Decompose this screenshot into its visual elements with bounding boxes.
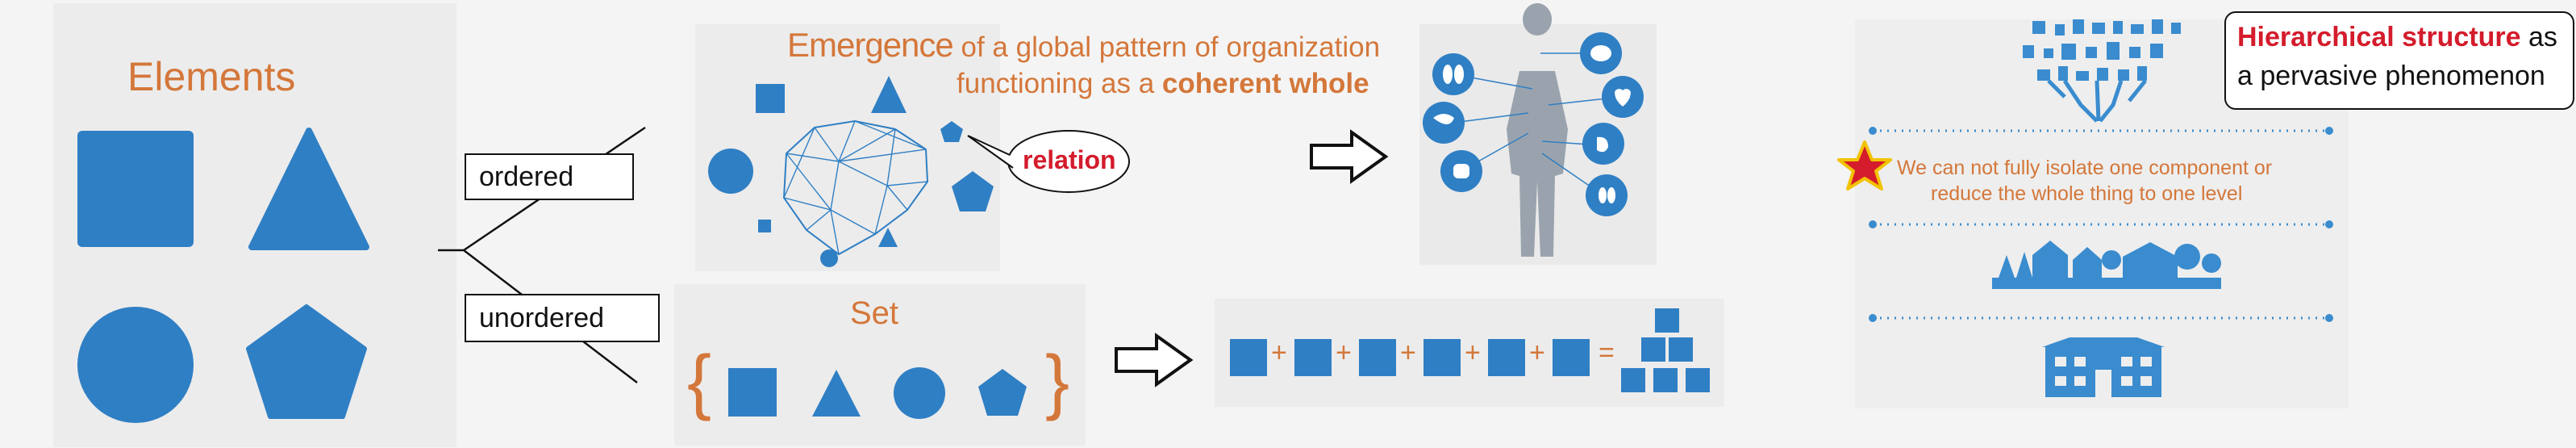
set-pentagon [978, 369, 1027, 416]
city-network-lines [2047, 79, 2147, 123]
hierarchy-headline-line2: a pervasive phenomenon [2237, 61, 2545, 91]
plus-sign-2: + [1336, 337, 1352, 368]
network-pentagon [952, 171, 994, 211]
arrow-right-lower [1115, 333, 1194, 387]
emergence-line2: functioning as a coherent whole [957, 68, 1369, 100]
sum-block-5 [1488, 339, 1525, 376]
city-network-icon [2023, 19, 2181, 81]
coherent-whole: coherent whole [1161, 68, 1369, 99]
hierarchy-headline-line1: Hierarchical structure as [2237, 18, 2565, 57]
mesh-lines [783, 120, 928, 255]
hierarchy-note-line2: reduce the whole thing to one level [1931, 182, 2243, 205]
pentagon-shape [246, 304, 367, 419]
sum-block-1 [1230, 339, 1267, 376]
relation-label: relation [1023, 145, 1116, 174]
sum-block-3 [1359, 339, 1396, 376]
circle-shape [77, 307, 194, 423]
ordered-label: ordered [465, 153, 634, 200]
triangle-shape [248, 128, 369, 250]
equals-sign: = [1599, 337, 1615, 368]
network-triangle [871, 76, 907, 113]
arrow-right-upper [1310, 129, 1389, 184]
pyramid-block-mid-left [1641, 337, 1665, 362]
pyramid-block-bottom-2 [1653, 368, 1678, 392]
pyramid-block-bottom-1 [1621, 368, 1645, 392]
hierarchy-headline-box: Hierarchical structure as a pervasive ph… [2224, 11, 2574, 110]
mesh-outline [782, 119, 929, 256]
network-small-circle [820, 249, 838, 267]
plus-sign-5: + [1529, 337, 1545, 368]
network-circle [708, 149, 753, 194]
plus-sign-1: + [1271, 337, 1287, 368]
elements-shapes [77, 128, 369, 423]
building-icon [2042, 337, 2165, 397]
pyramid-block-bottom-3 [1686, 368, 1710, 392]
network-small-triangle [878, 228, 898, 247]
set-brace-close: } [1045, 341, 1070, 422]
set-panel [674, 284, 1086, 446]
relation-pointer [967, 135, 1014, 169]
organ-icon-glyphs [1433, 45, 1631, 203]
set-title: Set [850, 295, 899, 331]
sum-block-4 [1423, 339, 1461, 376]
hierarchical-structure-text: Hierarchical structure [2237, 22, 2521, 52]
network-square [756, 84, 785, 113]
houses-trees-icon [1992, 241, 2221, 289]
plus-sign-4: + [1465, 337, 1481, 368]
pyramid-block-top [1655, 308, 1679, 333]
lungs-icon [1432, 53, 1474, 95]
emergence-rest: of a global pattern of organization [961, 31, 1381, 63]
sum-block-2 [1294, 339, 1332, 376]
set-brace-open: { [687, 341, 712, 422]
emergence-panel [695, 24, 1000, 271]
network-small-square [758, 220, 771, 232]
set-triangle [812, 370, 861, 417]
square-shape [77, 131, 194, 247]
hierarchy-note-line1: We can not fully isolate one component o… [1897, 157, 2273, 179]
network-pentagon-small [940, 121, 963, 142]
emergence-word: Emergence [787, 26, 954, 64]
unordered-label: unordered [465, 294, 660, 342]
set-circle [894, 367, 945, 419]
emergence-line1: Emergence of a global pattern of organiz… [787, 26, 1380, 65]
hierarchy-as-text: as [2528, 22, 2557, 52]
emergence-functioning: functioning as a [957, 68, 1155, 99]
set-square [728, 368, 777, 417]
plus-sign-3: + [1400, 337, 1416, 368]
human-body-silhouette [1507, 3, 1568, 257]
pyramid-block-mid-right [1669, 337, 1693, 362]
sum-block-6 [1553, 339, 1590, 376]
elements-title: Elements [127, 54, 296, 99]
star-icon [1837, 140, 1892, 191]
